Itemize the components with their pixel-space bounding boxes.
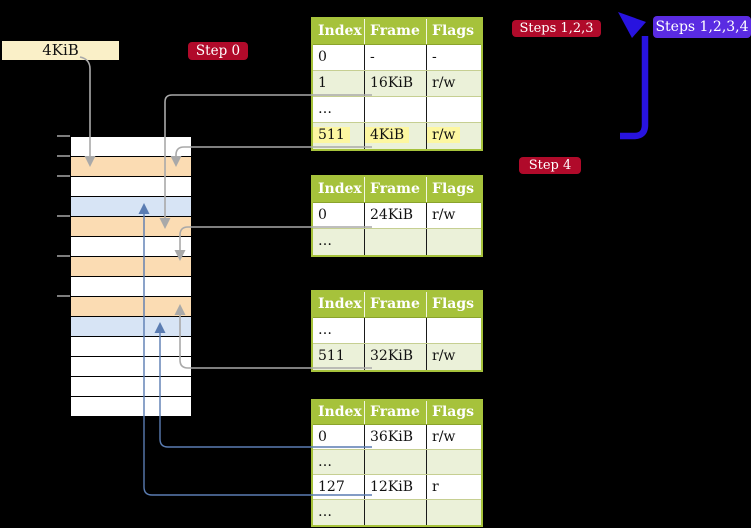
header-flags: Flags bbox=[432, 296, 474, 312]
highlight-text: r/w bbox=[427, 127, 461, 143]
header-frame: Frame bbox=[365, 292, 427, 317]
cell-index: 0 bbox=[313, 203, 365, 228]
table-row: … bbox=[313, 97, 481, 123]
axis-tick bbox=[57, 175, 70, 177]
cell-flags bbox=[427, 229, 481, 255]
table-header-row: Index Frame Flags bbox=[313, 177, 481, 203]
header-flags: Flags bbox=[432, 404, 474, 420]
header-frame: Frame bbox=[365, 19, 427, 44]
cell-flags: - bbox=[432, 49, 437, 65]
cell-index: 1 bbox=[313, 71, 365, 96]
header-index: Index bbox=[313, 292, 365, 317]
header-frame: Frame bbox=[365, 177, 427, 202]
memory-frame-orange bbox=[71, 257, 191, 277]
cell-frame: 24KiB bbox=[365, 203, 427, 228]
steps-123-badge: Steps 1,2,3 bbox=[512, 20, 601, 37]
table-row: 1 16KiB r/w bbox=[313, 71, 481, 97]
cell-index: 127 bbox=[313, 475, 365, 499]
memory-frame-white bbox=[71, 177, 191, 197]
memory-frame-white bbox=[71, 357, 191, 377]
header-flags: Flags bbox=[432, 181, 474, 197]
cell-index: 511 bbox=[313, 344, 365, 370]
cell-frame bbox=[365, 97, 427, 122]
memory-frame-blue bbox=[71, 197, 191, 217]
cell-flags bbox=[427, 318, 481, 343]
cell-flags: r/w bbox=[432, 75, 456, 91]
cell-frame bbox=[365, 500, 427, 525]
memory-frame-orange bbox=[71, 157, 191, 177]
cell-frame bbox=[365, 450, 427, 474]
steps-loop-arrow bbox=[620, 36, 649, 140]
cell-index: … bbox=[313, 318, 365, 343]
highlight-text: 511 bbox=[313, 127, 350, 143]
memory-frame-orange bbox=[71, 297, 191, 317]
cell-index: … bbox=[313, 500, 365, 525]
axis-tick bbox=[57, 215, 70, 217]
table-header-row: Index Frame Flags bbox=[313, 19, 481, 45]
cell-index: 511 bbox=[313, 123, 365, 149]
cell-frame: - bbox=[365, 45, 427, 70]
table-row: 0 36KiB r/w bbox=[313, 425, 481, 450]
table-header-row: Index Frame Flags bbox=[313, 401, 481, 425]
page-table-4: Index Frame Flags 0 36KiB r/w … 127 12Ki… bbox=[311, 399, 483, 527]
cell-frame bbox=[365, 229, 427, 255]
table-header-row: Index Frame Flags bbox=[313, 292, 481, 318]
cell-frame: 16KiB bbox=[365, 71, 427, 96]
header-frame: Frame bbox=[365, 401, 427, 424]
memory-frame-white bbox=[71, 277, 191, 297]
page-table-2: Index Frame Flags 0 24KiB r/w … bbox=[311, 175, 483, 257]
table-row: … bbox=[313, 450, 481, 475]
table-row-highlighted: 511 4KiB r/w bbox=[313, 123, 481, 149]
memory-frame-white bbox=[71, 377, 191, 397]
table-row: 127 12KiB r bbox=[313, 475, 481, 500]
table-row: 0 24KiB r/w bbox=[313, 203, 481, 229]
header-index: Index bbox=[313, 19, 365, 44]
table-row: … bbox=[313, 500, 481, 525]
cell-flags: r/w bbox=[432, 348, 456, 364]
cell-index: … bbox=[313, 229, 365, 255]
table-row: 0 - - bbox=[313, 45, 481, 71]
header-index: Index bbox=[313, 177, 365, 202]
page-size-label: 4KiB bbox=[2, 41, 119, 60]
cell-index: … bbox=[313, 450, 365, 474]
memory-frame-white bbox=[71, 137, 191, 157]
table-row: … bbox=[313, 318, 481, 344]
memory-frame-orange bbox=[71, 217, 191, 237]
steps-1234-badge: Steps 1,2,3,4 bbox=[653, 16, 751, 38]
memory-frame-white bbox=[71, 337, 191, 357]
table-row: 511 32KiB r/w bbox=[313, 344, 481, 370]
cell-frame: 36KiB bbox=[365, 425, 427, 449]
cell-frame: 4KiB bbox=[365, 123, 427, 149]
step4-badge: Step 4 bbox=[519, 157, 581, 174]
cell-frame: 12KiB bbox=[365, 475, 427, 499]
highlight-text: 4KiB bbox=[365, 127, 410, 143]
cell-flags: r/w bbox=[432, 429, 456, 445]
arrowhead-up-left-icon bbox=[618, 12, 646, 38]
cell-frame bbox=[365, 318, 427, 343]
cell-flags: r/w bbox=[432, 207, 456, 223]
memory-frame-blue bbox=[71, 317, 191, 337]
cell-flags bbox=[427, 450, 481, 474]
axis-tick bbox=[57, 295, 70, 297]
cell-frame: 32KiB bbox=[365, 344, 427, 370]
cell-index: … bbox=[313, 97, 365, 122]
cell-flags: r/w bbox=[427, 123, 481, 149]
cell-flags bbox=[427, 500, 481, 525]
memory-frame-white bbox=[71, 397, 191, 416]
page-table-1: Index Frame Flags 0 - - 1 16KiB r/w … 51… bbox=[311, 17, 483, 151]
memory-frame-white bbox=[71, 237, 191, 257]
axis-tick bbox=[57, 155, 70, 157]
cell-index: 0 bbox=[313, 425, 365, 449]
cell-flags bbox=[427, 97, 481, 122]
header-flags: Flags bbox=[432, 23, 474, 39]
axis-tick bbox=[57, 255, 70, 257]
step0-badge: Step 0 bbox=[188, 42, 248, 60]
cell-index: 0 bbox=[313, 45, 365, 70]
memory-column bbox=[70, 136, 192, 418]
header-index: Index bbox=[313, 401, 365, 424]
axis-tick bbox=[57, 135, 70, 137]
page-table-3: Index Frame Flags … 511 32KiB r/w bbox=[311, 290, 483, 372]
cell-flags: r bbox=[432, 479, 439, 495]
table-row: … bbox=[313, 229, 481, 255]
